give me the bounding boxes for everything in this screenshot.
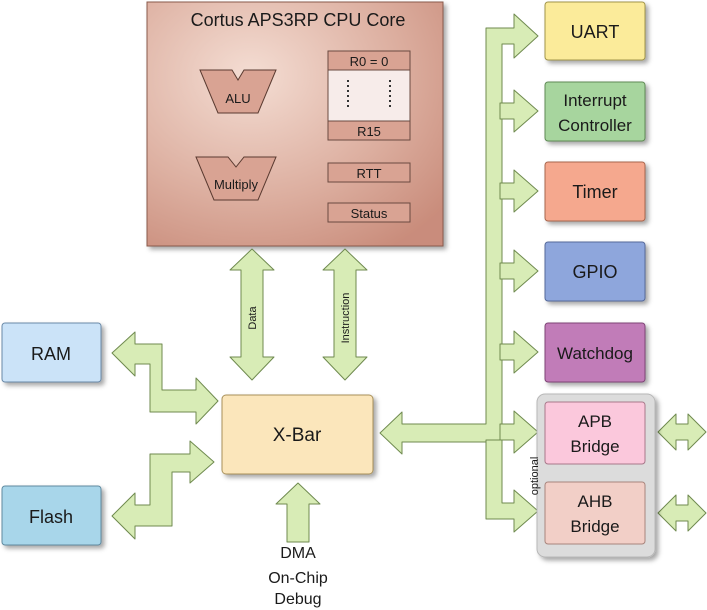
- branch-gpio: [499, 249, 539, 293]
- ahb-external-arrow: [657, 494, 707, 532]
- ahb-label-line1: AHB: [578, 492, 613, 511]
- data-bus-label: Data: [247, 306, 259, 330]
- flash-label: Flash: [29, 507, 73, 527]
- optional-bridges-group: optional APB Bridge AHB Bridge: [529, 393, 656, 558]
- interrupt-controller-block: Interrupt Controller: [544, 81, 646, 142]
- peripheral-bus-arrow: [379, 13, 539, 455]
- apb-bridge-block: APB Bridge: [544, 401, 646, 465]
- ram-xbar-arrow: [111, 331, 219, 425]
- optional-label: optional: [529, 457, 541, 496]
- register-rtt: RTT: [327, 162, 411, 183]
- flash-block: Flash: [1, 485, 102, 546]
- cpu-title: Cortus APS3RP CPU Core: [191, 10, 406, 30]
- register-r15-label: R15: [357, 124, 381, 139]
- ahb-label-line2: Bridge: [570, 517, 619, 536]
- branch-ahb: [485, 439, 539, 533]
- ahb-bridge-block: AHB Bridge: [544, 481, 646, 545]
- uart-block: UART: [544, 1, 646, 61]
- watchdog-label: Watchdog: [557, 344, 633, 363]
- register-r0: [327, 50, 411, 71]
- dma-input-arrow: [275, 482, 321, 543]
- register-r15: [327, 120, 411, 141]
- branch-watchdog: [499, 330, 539, 374]
- apb-label-line1: APB: [578, 412, 612, 431]
- apb-external-arrow: [657, 413, 707, 451]
- ram-label: RAM: [31, 344, 71, 364]
- instruction-bus-arrow: [322, 248, 368, 381]
- data-bus-arrow: [229, 248, 275, 381]
- debug-label-line1: On-Chip: [268, 570, 328, 587]
- uart-label: UART: [571, 22, 620, 42]
- ram-block: RAM: [1, 322, 102, 383]
- gpio-label: GPIO: [572, 262, 617, 282]
- interrupt-label-line1: Interrupt: [563, 91, 627, 110]
- branch-interrupt: [499, 89, 539, 133]
- timer-block: Timer: [544, 161, 646, 222]
- multiply-label: Multiply: [214, 177, 259, 192]
- gpio-block: GPIO: [544, 241, 646, 302]
- apb-label-line2: Bridge: [570, 437, 619, 456]
- register-status-label: Status: [351, 206, 388, 221]
- alu-label: ALU: [225, 91, 250, 106]
- alu-unit: ALU: [199, 69, 277, 114]
- branch-timer: [499, 169, 539, 213]
- branch-apb: [499, 410, 539, 454]
- timer-label: Timer: [572, 182, 617, 202]
- watchdog-block: Watchdog: [544, 322, 646, 383]
- xbar-block: X-Bar: [221, 394, 374, 475]
- interrupt-label-line2: Controller: [558, 116, 632, 135]
- multiply-unit: Multiply: [195, 156, 277, 201]
- xbar-label: X-Bar: [273, 425, 322, 446]
- register-rtt-label: RTT: [356, 166, 381, 181]
- register-file: R0 = 0 R15: [327, 50, 411, 141]
- register-r0-label: R0 = 0: [350, 54, 389, 69]
- flash-xbar-arrow: [111, 440, 215, 540]
- dma-label: DMA: [280, 545, 316, 562]
- register-status: Status: [327, 202, 411, 223]
- cpu-core: Cortus APS3RP CPU Core ALU Multiply R0 =…: [146, 1, 444, 247]
- debug-label-line2: Debug: [274, 591, 321, 608]
- instruction-bus-label: Instruction: [340, 293, 352, 344]
